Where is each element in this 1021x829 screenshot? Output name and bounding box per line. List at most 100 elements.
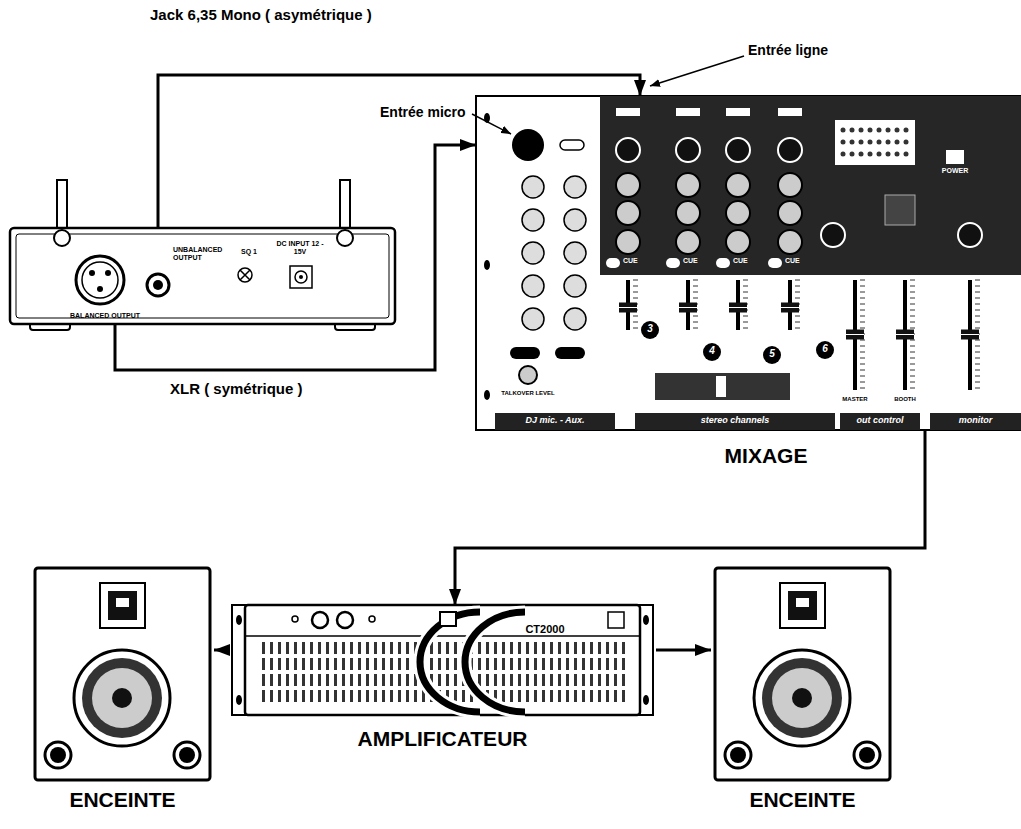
mixer-controls	[868, 140, 873, 145]
panel-marking: POWER	[935, 167, 975, 175]
wireless-receiver	[10, 180, 395, 330]
mixer-controls	[616, 173, 640, 197]
mixer-controls	[564, 275, 586, 297]
mixer-controls	[726, 173, 750, 197]
wireless-receiver	[295, 271, 307, 283]
mixer-controls	[522, 242, 544, 264]
mixer-controls	[841, 140, 846, 145]
loudspeaker	[174, 742, 200, 768]
power-amplifier	[465, 612, 525, 712]
mixer-controls	[877, 152, 882, 157]
panel-marking: out control	[840, 415, 920, 425]
dj-mixer	[641, 321, 659, 339]
mixer-controls	[961, 334, 979, 335]
mixer-controls	[850, 152, 855, 157]
mixer-controls	[693, 328, 698, 329]
panel-marking: stereo channels	[635, 415, 835, 425]
loudspeaker	[100, 583, 145, 628]
loudspeaker	[715, 568, 890, 780]
loudspeaker	[35, 568, 210, 780]
device-box: ENCEINTE	[35, 568, 210, 780]
dj-mixer	[560, 140, 584, 150]
dj-mixer	[655, 373, 790, 400]
mixer-controls	[616, 108, 640, 116]
mixer-controls	[781, 307, 799, 308]
mixer-controls	[726, 201, 750, 225]
device-box: AMPLIFICATEURCT2000	[245, 605, 640, 715]
panel-marking: CT2000	[513, 623, 577, 636]
dj-mixer	[763, 346, 781, 364]
wireless-receiver	[238, 268, 252, 282]
audio-cable	[115, 145, 476, 370]
mixer-controls	[666, 258, 680, 268]
wireless-receiver	[16, 234, 389, 318]
mixer-controls	[910, 328, 915, 329]
mixer-controls	[616, 201, 640, 225]
cable-label: XLR ( symétrique )	[170, 380, 420, 397]
mixer-controls	[877, 128, 882, 133]
audio-cable	[214, 649, 229, 652]
audio-cable	[455, 430, 925, 605]
mixer-controls	[860, 376, 865, 377]
mixer-controls	[904, 152, 909, 157]
wireless-receiver	[240, 270, 250, 280]
power-amplifier	[369, 616, 375, 622]
dj-mixer	[946, 150, 964, 164]
mixer-controls	[975, 382, 980, 383]
dj-mixer	[512, 129, 544, 161]
mixer-controls	[910, 310, 915, 311]
dj-mixer	[816, 341, 834, 359]
loudspeaker	[780, 583, 825, 628]
mixer-controls	[910, 364, 915, 365]
device-title: AMPLIFICATEUR	[245, 727, 640, 751]
mixer-controls	[564, 242, 586, 264]
mixer-controls	[860, 382, 865, 383]
mixer-controls	[904, 128, 909, 133]
power-amplifier	[232, 605, 653, 715]
mixer-controls	[860, 298, 865, 299]
panel-marking: CUE	[683, 257, 707, 265]
mixer-controls	[676, 138, 700, 162]
mixer-controls	[860, 322, 865, 323]
mixer-controls	[743, 280, 748, 281]
mixer-controls	[975, 292, 980, 293]
mixer-controls	[743, 316, 748, 317]
mixer-controls	[886, 140, 891, 145]
mixer-controls	[633, 286, 638, 287]
mixer-controls	[564, 308, 586, 330]
panel-marking: BOOTH	[885, 396, 925, 403]
device-box: MIXAGE	[476, 96, 1021, 430]
mixer-controls	[975, 346, 980, 347]
mixer-controls	[693, 322, 698, 323]
power-amplifier	[440, 612, 456, 626]
mixer-controls	[860, 304, 865, 305]
dj-mixer	[835, 120, 915, 165]
mixer-controls	[910, 382, 915, 383]
dj-mixer	[930, 413, 1021, 430]
panel-marking: DC INPUT 12 - 15V	[276, 240, 324, 256]
leader-line	[472, 56, 744, 134]
mixer-controls	[904, 140, 909, 145]
dj-mixer	[635, 413, 835, 430]
mixer-controls	[850, 140, 855, 145]
panel-marking: UNBALANCED OUTPUT	[173, 246, 235, 262]
power-amplifier	[608, 612, 624, 628]
dj-mixer	[476, 96, 1021, 430]
mixer-controls	[850, 128, 855, 133]
mixer-controls	[910, 340, 915, 341]
wireless-receiver	[54, 230, 70, 246]
mixer-controls	[859, 140, 864, 145]
mixer-controls	[726, 108, 750, 116]
mixer-controls	[975, 280, 980, 281]
loudspeaker	[772, 668, 832, 728]
mixer-controls	[633, 292, 638, 293]
mixer-controls	[910, 358, 915, 359]
mixer-controls	[633, 328, 638, 329]
loudspeaker	[45, 742, 71, 768]
callout-label: Entrée micro	[380, 104, 472, 120]
device-box: ENCEINTE	[715, 568, 890, 780]
mixer-controls	[743, 328, 748, 329]
